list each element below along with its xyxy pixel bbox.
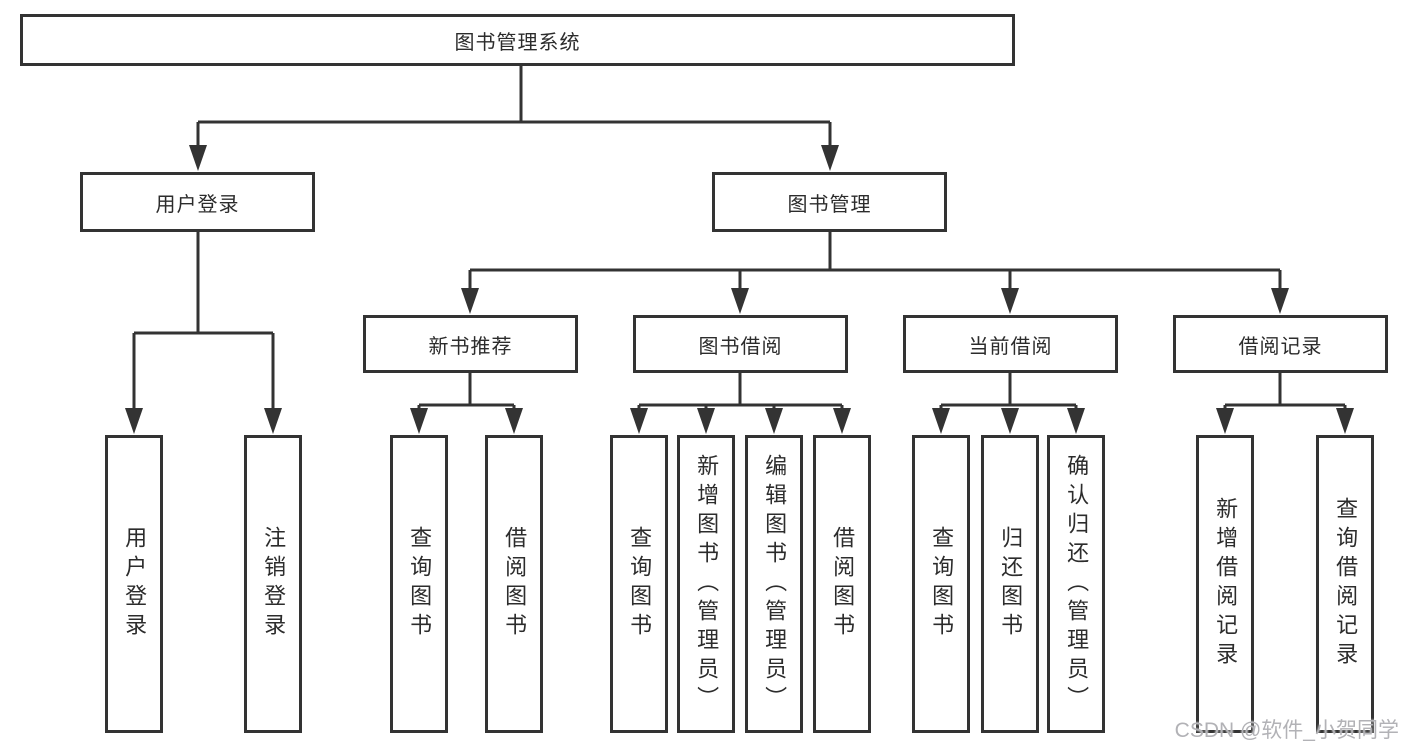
node-root-system: 图书管理系统 (20, 14, 1015, 66)
csdn-watermark: CSDN @软件_小贺同学 (1174, 719, 1399, 742)
leaf-add-borrow-record: 新增借阅记录 (1196, 435, 1254, 733)
connector-current-to-leaves (932, 373, 1085, 434)
connector-root-to-level2 (189, 66, 839, 171)
leaf-confirm-return-admin: 确认归还（管理员） (1047, 435, 1105, 733)
leaf-add-books-admin: 新增图书（管理员） (677, 435, 735, 733)
connector-user-login-to-leaves (125, 232, 282, 434)
node-borrowing-records: 借阅记录 (1173, 315, 1388, 373)
leaf-logout: 注销登录 (244, 435, 302, 733)
leaf-query-books-current: 查询图书 (912, 435, 970, 733)
connector-book-mgmt-to-level3 (461, 232, 1289, 314)
node-current-borrowing: 当前借阅 (903, 315, 1118, 373)
leaf-borrow-books: 借阅图书 (813, 435, 871, 733)
connector-borrow-to-leaves (630, 373, 851, 434)
connector-newrec-to-leaves (410, 373, 523, 434)
leaf-query-books-recommend: 查询图书 (390, 435, 448, 733)
connector-records-to-leaves (1216, 373, 1354, 434)
leaf-borrow-books-recommend: 借阅图书 (485, 435, 543, 733)
node-book-borrowing: 图书借阅 (633, 315, 848, 373)
leaf-user-login: 用户登录 (105, 435, 163, 733)
leaf-edit-books-admin: 编辑图书（管理员） (745, 435, 803, 733)
leaf-query-borrow-record: 查询借阅记录 (1316, 435, 1374, 733)
node-user-login: 用户登录 (80, 172, 315, 232)
node-new-book-recommend: 新书推荐 (363, 315, 578, 373)
node-book-management: 图书管理 (712, 172, 947, 232)
leaf-return-books: 归还图书 (981, 435, 1039, 733)
leaf-query-books-borrowing: 查询图书 (610, 435, 668, 733)
